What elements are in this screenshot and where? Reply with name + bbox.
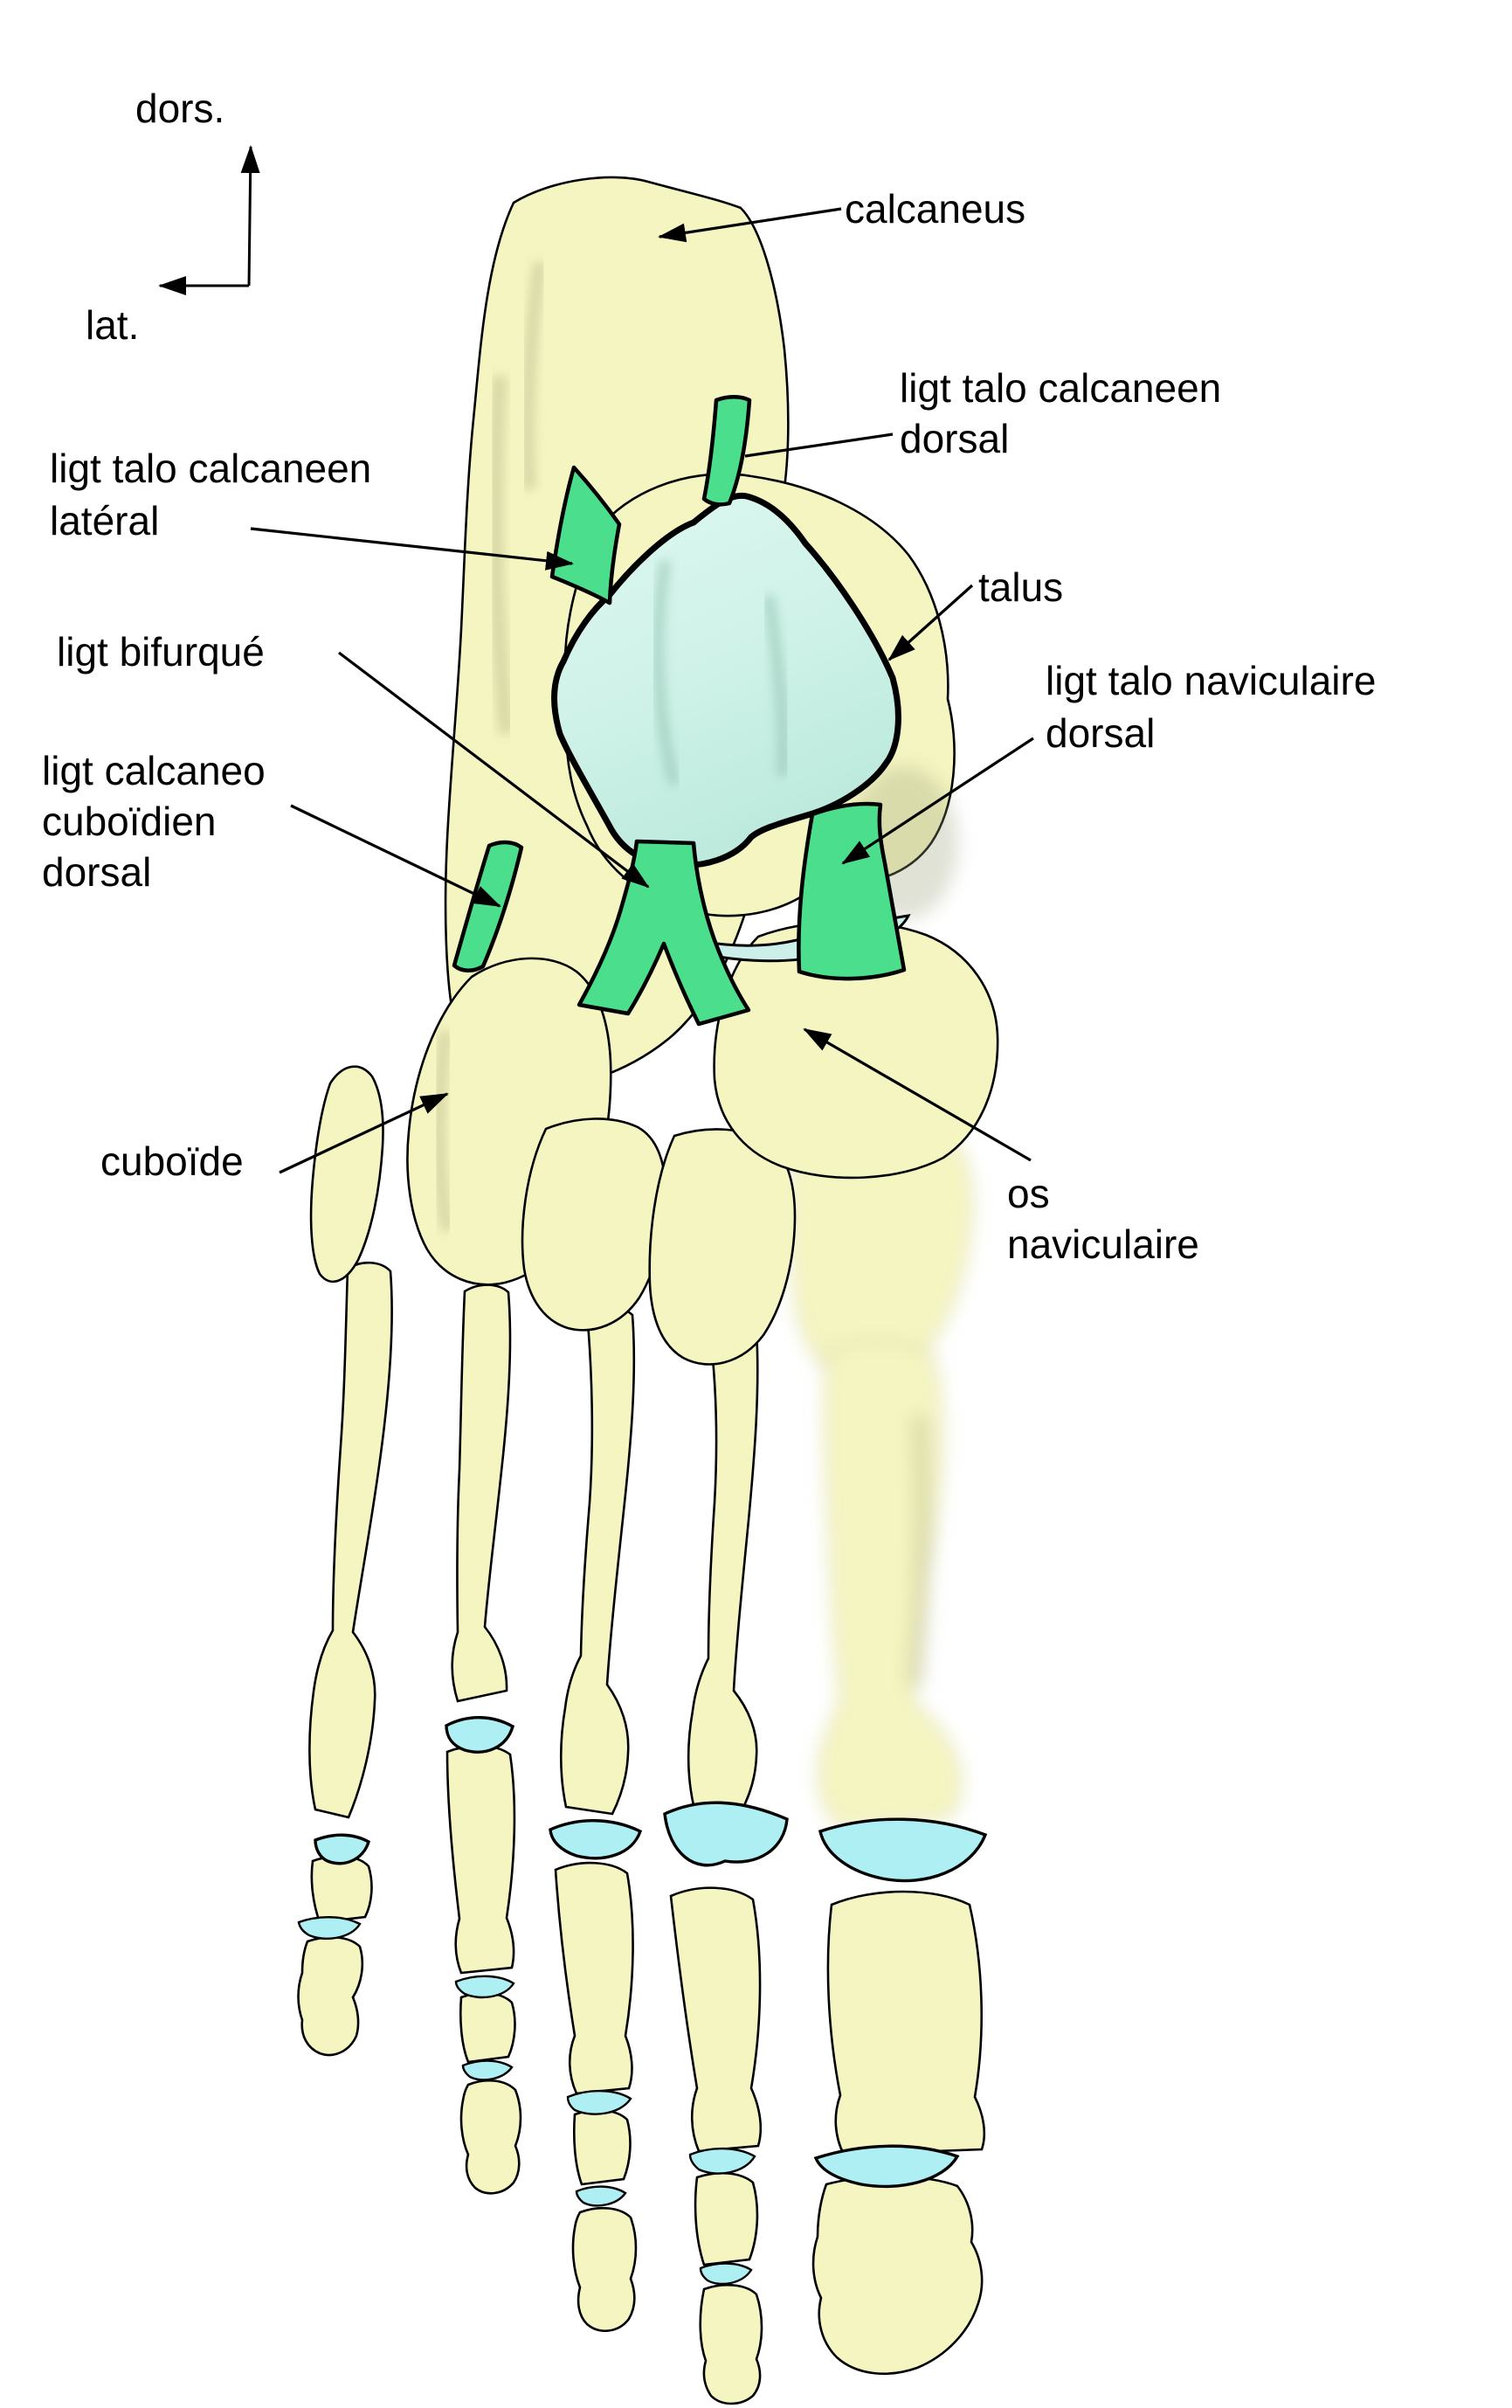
- second-metatarsal-bone: [687, 1319, 759, 1814]
- toe1-proximal-phalanx: [826, 1890, 986, 2156]
- label-ligt-talo-naviculaire-line2: dorsal: [1046, 710, 1155, 756]
- axis-arrow-dorsal: [240, 145, 260, 287]
- toe3-proximal-phalanx: [554, 1861, 634, 2095]
- toe2-dip-joint-crescent: [699, 2262, 753, 2286]
- label-ligt-bifurque: ligt bifurqué: [57, 629, 265, 675]
- label-os-naviculaire-line1: os: [1007, 1171, 1050, 1216]
- toe4-proximal-phalanx: [445, 1744, 516, 1975]
- talo-naviculaire-leader-arrow: [841, 737, 1034, 865]
- talus-inner-shading-2: [763, 595, 789, 777]
- toe3-distal-phalanx: [571, 2206, 638, 2332]
- label-ligt-talo-naviculaire-line1: ligt talo naviculaire: [1046, 658, 1376, 703]
- bifurque-leader-arrow: [338, 651, 650, 889]
- talo-calcaneen-dorsal-leader: [744, 432, 894, 458]
- toe5-ip-joint-crescent: [297, 1916, 362, 1940]
- navicular-bone: [713, 920, 999, 1180]
- toe5-proximal-phalanx: [310, 1855, 373, 1924]
- toe3-dip-joint-crescent: [575, 2185, 627, 2207]
- talus-leader-arrow: [887, 584, 974, 661]
- orientation-axis: [158, 145, 260, 295]
- toes-layer: [297, 1744, 986, 2405]
- toe5-distal-phalanges: [297, 1935, 364, 2057]
- mtp1-joint-crescent: [818, 1817, 988, 1883]
- ligament-bifurque: [576, 839, 751, 1027]
- toe4-distal-phalanx: [459, 2079, 522, 2195]
- bones-layer: [308, 176, 999, 1828]
- joint-cartilage-layer: [297, 1716, 988, 2286]
- ligament-talo-calcaneen-dorsal: [701, 395, 752, 507]
- labels-layer: dors. lat. calcaneus ligt talo calcaneen…: [42, 86, 1376, 1267]
- talus-inner-shading: [652, 559, 680, 786]
- axis-label-dorsal: dors.: [135, 86, 224, 131]
- toe3-pip-joint-crescent: [566, 2089, 632, 2115]
- calcaneo-cuboidien-leader-arrow: [290, 804, 501, 908]
- label-ligt-talo-calcaneen-lateral-line2: latéral: [50, 498, 159, 543]
- mtp5-joint-crescent: [314, 1833, 371, 1865]
- mtp3-joint-crescent: [549, 1819, 643, 1860]
- lateral-cuneiform-bone: [521, 1118, 667, 1332]
- axis-label-lateral: lat.: [86, 302, 139, 348]
- label-cuboide: cuboïde: [100, 1138, 244, 1184]
- first-metatarsal-shading: [906, 1415, 930, 1687]
- first-metatarsal-bone: [818, 1340, 963, 1828]
- calcaneus-leader-arrow: [658, 207, 842, 243]
- fourth-metatarsal-bone: [451, 1284, 512, 1703]
- calcaneus-shading-2: [521, 261, 546, 490]
- label-ligt-talo-calcaneen-dorsal-line1: ligt talo calcaneen: [900, 365, 1221, 411]
- label-ligt-calcaneo-cuboidien-line2: cuboïdien: [42, 799, 217, 844]
- intermediate-cuneiform-bone: [648, 1128, 797, 1366]
- cuboid-shading: [432, 1030, 453, 1232]
- fifth-metatarsal-styloid: [309, 1065, 384, 1284]
- toe3-middle-phalanx: [572, 2108, 632, 2186]
- toe2-distal-phalanx: [699, 2283, 763, 2405]
- toe4-pip-joint-crescent: [454, 1975, 515, 1999]
- toe2-middle-phalanx: [694, 2171, 759, 2266]
- label-ligt-calcaneo-cuboidien-line3: dorsal: [42, 849, 151, 895]
- label-ligt-talo-calcaneen-lateral-line1: ligt talo calcaneen: [50, 446, 371, 491]
- toe1-ip-joint-crescent: [813, 2144, 960, 2189]
- third-metatarsal-bone: [559, 1305, 636, 1816]
- label-ligt-talo-calcaneen-dorsal-line2: dorsal: [900, 416, 1009, 461]
- leader-lines: [250, 207, 1034, 1174]
- label-calcaneus: calcaneus: [845, 186, 1025, 232]
- fifth-metatarsal-bone: [308, 1261, 393, 1819]
- os-naviculaire-leader-arrow: [803, 1028, 1032, 1162]
- toe2-proximal-phalanx: [669, 1886, 763, 2153]
- label-talus: talus: [978, 564, 1063, 610]
- toe4-middle-phalanx: [459, 1991, 516, 2064]
- calcaneus-shading: [487, 375, 514, 735]
- label-ligt-calcaneo-cuboidien-line1: ligt calcaneo: [42, 748, 266, 793]
- mtp2-joint-crescent: [663, 1801, 789, 1867]
- toe1-distal-phalanx: [811, 2175, 984, 2376]
- label-os-naviculaire-line2: naviculaire: [1007, 1221, 1199, 1267]
- cuboide-leader-arrow: [279, 1092, 449, 1174]
- toe4-dip-joint-crescent: [461, 2059, 514, 2081]
- toe2-pip-joint-crescent: [688, 2147, 756, 2175]
- mtp4-joint-crescent: [445, 1716, 515, 1754]
- talo-calcaneen-lateral-leader-arrow: [250, 527, 574, 571]
- medial-column-blurred: [790, 1106, 973, 1828]
- ligament-talo-naviculaire-dorsal: [797, 801, 907, 981]
